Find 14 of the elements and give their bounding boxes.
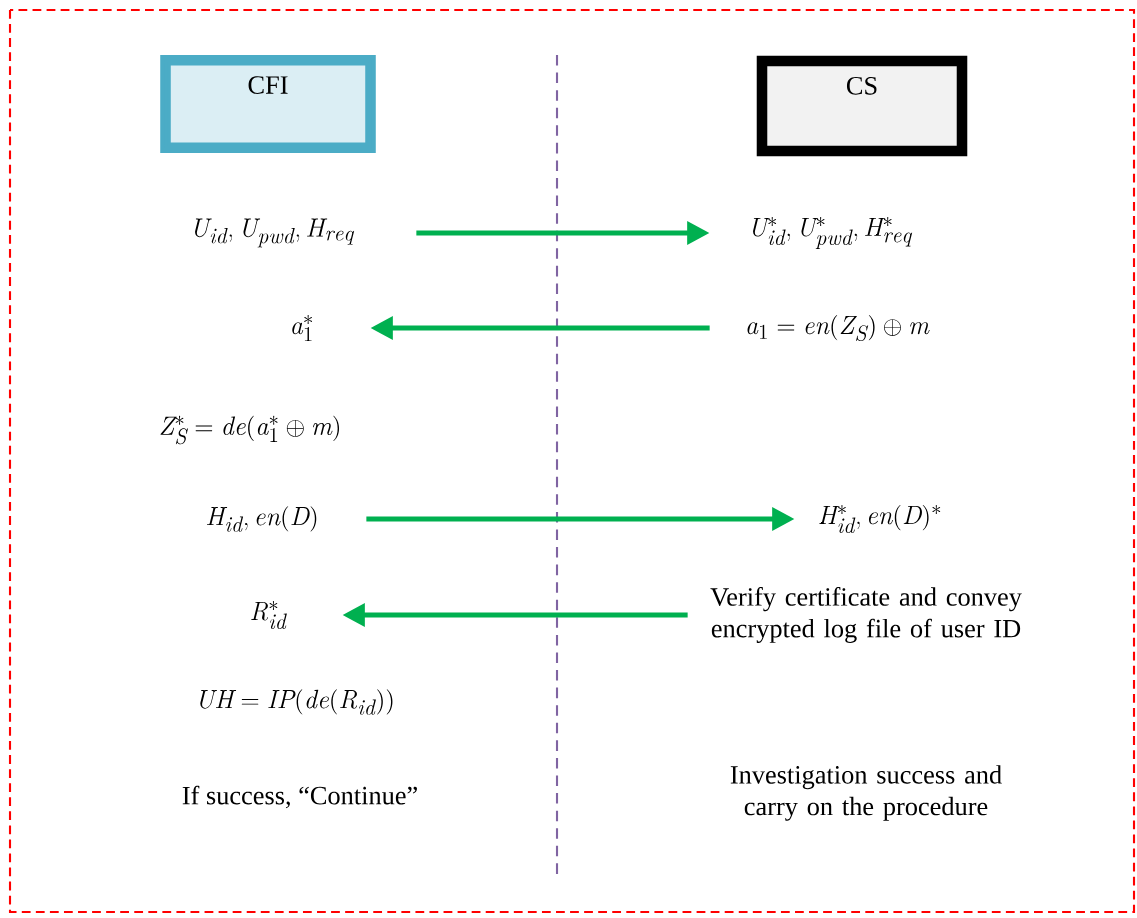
formula: $U_{id}, U_{pwd}, H_{req}$ <box>195 218 355 248</box>
entity-box: CS <box>756 55 968 157</box>
formula: $a^{*}_{1}$ <box>292 314 313 342</box>
formula: $U^{*}_{id}, U^{*}_{pwd}, H^{*}_{req}$ <box>753 216 913 250</box>
formula: $UH = IP(de(R_{id}))$ <box>200 689 393 715</box>
formula: $H_{id}, en(D)$ <box>207 506 317 532</box>
message-text: Verify certificate and convey encrypted log file of user ID <box>710 587 1022 643</box>
formula: $Z^{*}_{S} = de(a^{*}_{1} \oplus m)$ <box>160 415 339 445</box>
formula: $a_{1} = en(Z_{S}) \oplus m$ <box>747 314 930 342</box>
formula: $R^{*}_{id}$ <box>251 600 287 630</box>
entity-box: CFI <box>160 55 376 153</box>
note-text: If success, “Continue” <box>182 785 417 809</box>
formula: $H^{*}_{id}, en(D)^{*}$ <box>819 504 941 534</box>
note-text: Investigation success and carry on the procedure <box>730 765 1002 821</box>
